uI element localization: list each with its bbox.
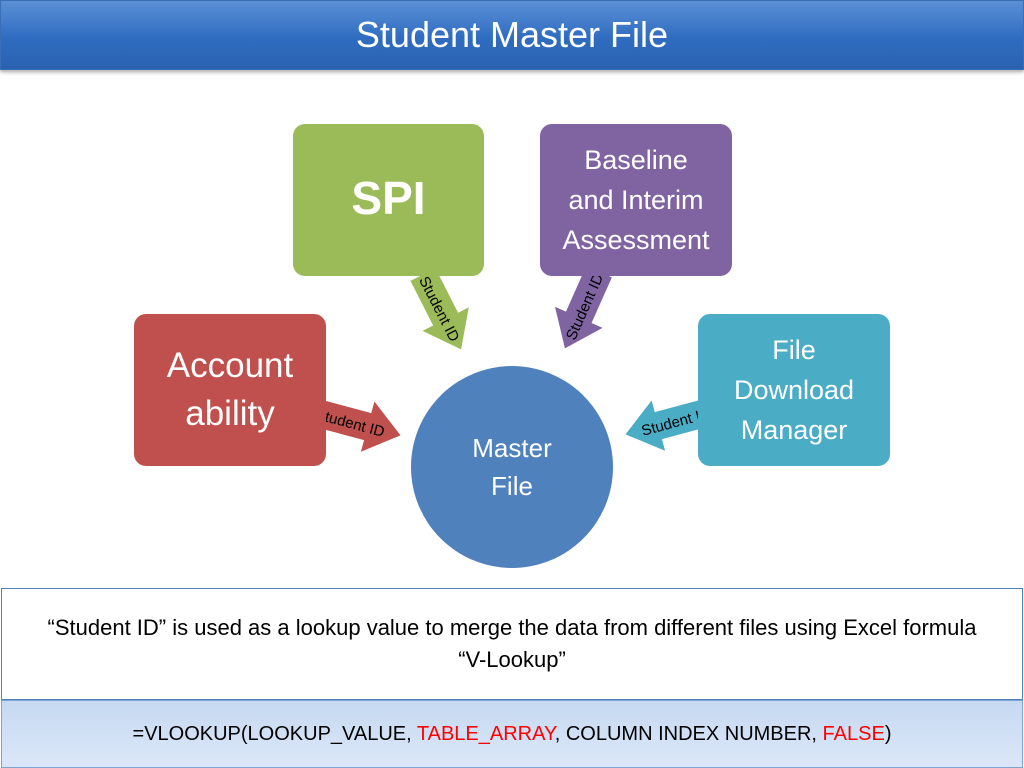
slide-title: Student Master File	[355, 14, 669, 55]
formula-prefix: =VLOOKUP(LOOKUP_VALUE,	[132, 722, 417, 745]
formula-middle: , COLUMN INDEX NUMBER,	[554, 722, 823, 745]
node-accountability-label: Account ability	[166, 346, 294, 433]
title-bar: Student Master File	[0, 0, 1024, 70]
arrow-spi-to-master: Student ID	[410, 268, 469, 350]
node-spi: SPI	[293, 124, 484, 276]
formula-table-array: TABLE_ARRAY	[416, 722, 555, 745]
formula-false: FALSE	[822, 722, 885, 745]
node-file-download-manager: File Download Manager	[698, 314, 890, 466]
info-text: “Student ID” is used as a lookup value t…	[47, 615, 977, 672]
node-master-file-label: Master File	[472, 433, 552, 501]
node-baseline-interim-assessment: Baseline and Interim Assessment	[540, 124, 732, 276]
node-master-file: Master File	[411, 366, 613, 568]
formula-box: =VLOOKUP(LOOKUP_VALUE, TABLE_ARRAY, COLU…	[1, 700, 1023, 768]
info-box: “Student ID” is used as a lookup value t…	[1, 588, 1023, 700]
node-file-download-label: File Download Manager	[733, 335, 855, 445]
node-accountability: Account ability	[134, 314, 326, 466]
formula-text: =VLOOKUP(LOOKUP_VALUE, TABLE_ARRAY, COLU…	[133, 723, 892, 746]
node-baseline-label: Baseline and Interim Assessment	[562, 145, 710, 255]
formula-suffix: )	[884, 722, 892, 745]
node-spi-label: SPI	[351, 172, 426, 224]
